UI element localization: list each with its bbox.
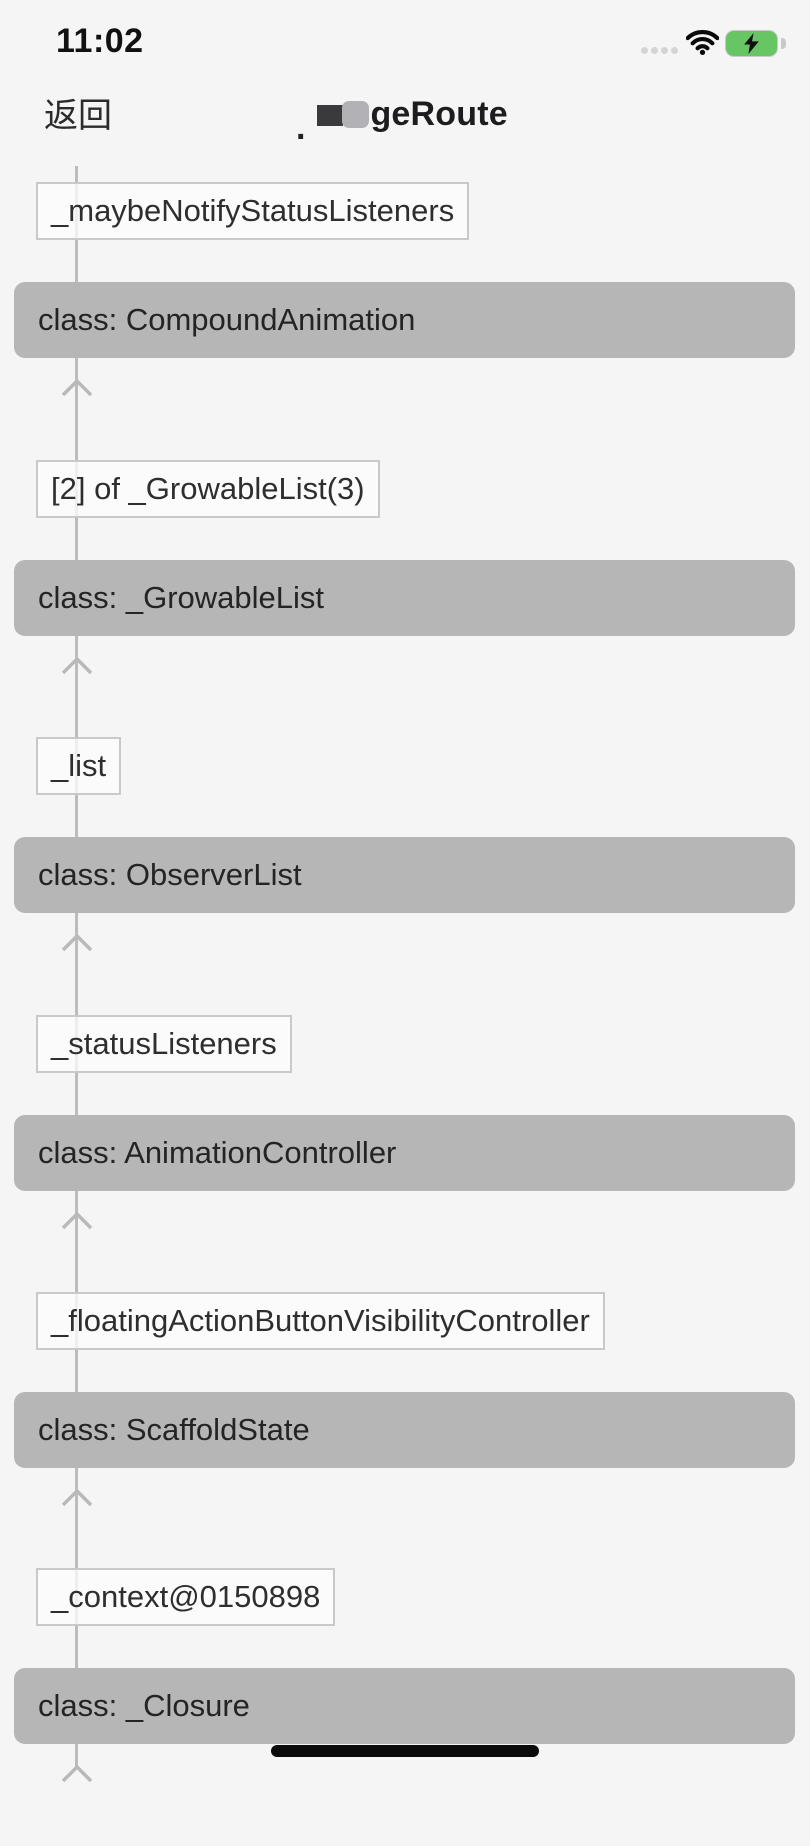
- back-button[interactable]: 返回: [44, 97, 112, 135]
- reference-chain-node: _list class: ObserverList: [0, 737, 810, 1015]
- field-label-box[interactable]: _statusListeners: [36, 1015, 292, 1073]
- reference-chain-node: _maybeNotifyStatusListeners class: Compo…: [0, 182, 810, 460]
- class-label-box[interactable]: class: ScaffoldState: [14, 1392, 795, 1468]
- class-label-box[interactable]: class: _GrowableList: [14, 560, 795, 636]
- battery-charging-icon: [726, 31, 777, 56]
- arrow-up-icon: [61, 1211, 93, 1230]
- status-bar: 11:02: [0, 0, 810, 80]
- battery-nub: [781, 38, 786, 49]
- arrow-up-icon: [61, 933, 93, 952]
- field-label-box[interactable]: _context@0150898: [36, 1568, 336, 1626]
- field-label-box[interactable]: _list: [36, 737, 122, 795]
- home-indicator[interactable]: [271, 1745, 539, 1757]
- redacted-text-block-dark: [317, 104, 344, 126]
- title-text: geRoute: [370, 94, 508, 133]
- reference-chain-node: _statusListeners class: AnimationControl…: [0, 1015, 810, 1293]
- field-label-box[interactable]: [2] of _GrowableList(3): [36, 460, 380, 518]
- arrow-up-icon: [61, 1764, 93, 1783]
- wifi-icon: [685, 30, 720, 60]
- arrow-up-icon: [61, 1488, 93, 1507]
- class-label-box[interactable]: class: _Closure: [14, 1668, 795, 1744]
- class-label-box[interactable]: class: AnimationController: [14, 1115, 795, 1191]
- navigation-bar: 返回 . geRoute: [0, 82, 810, 160]
- title-prefix: .: [296, 109, 306, 147]
- class-label-box[interactable]: class: ObserverList: [14, 837, 795, 913]
- reference-chain-node: _context@0150898 class: _Closure: [0, 1568, 810, 1846]
- page-title: . geRoute: [296, 90, 508, 147]
- reference-chain-node: [2] of _GrowableList(3) class: _Growable…: [0, 460, 810, 738]
- redacted-text-block-light: [342, 100, 370, 128]
- reference-chain-node: _floatingActionButtonVisibilityControlle…: [0, 1292, 810, 1570]
- arrow-up-icon: [61, 378, 93, 397]
- field-label-box[interactable]: _floatingActionButtonVisibilityControlle…: [36, 1292, 605, 1350]
- field-label-box[interactable]: _maybeNotifyStatusListeners: [36, 182, 470, 240]
- class-label-box[interactable]: class: CompoundAnimation: [14, 282, 795, 358]
- arrow-up-icon: [61, 656, 93, 675]
- connector-line: [75, 166, 78, 1768]
- status-time: 11:02: [56, 22, 144, 60]
- cellular-signal-icon: [641, 47, 678, 54]
